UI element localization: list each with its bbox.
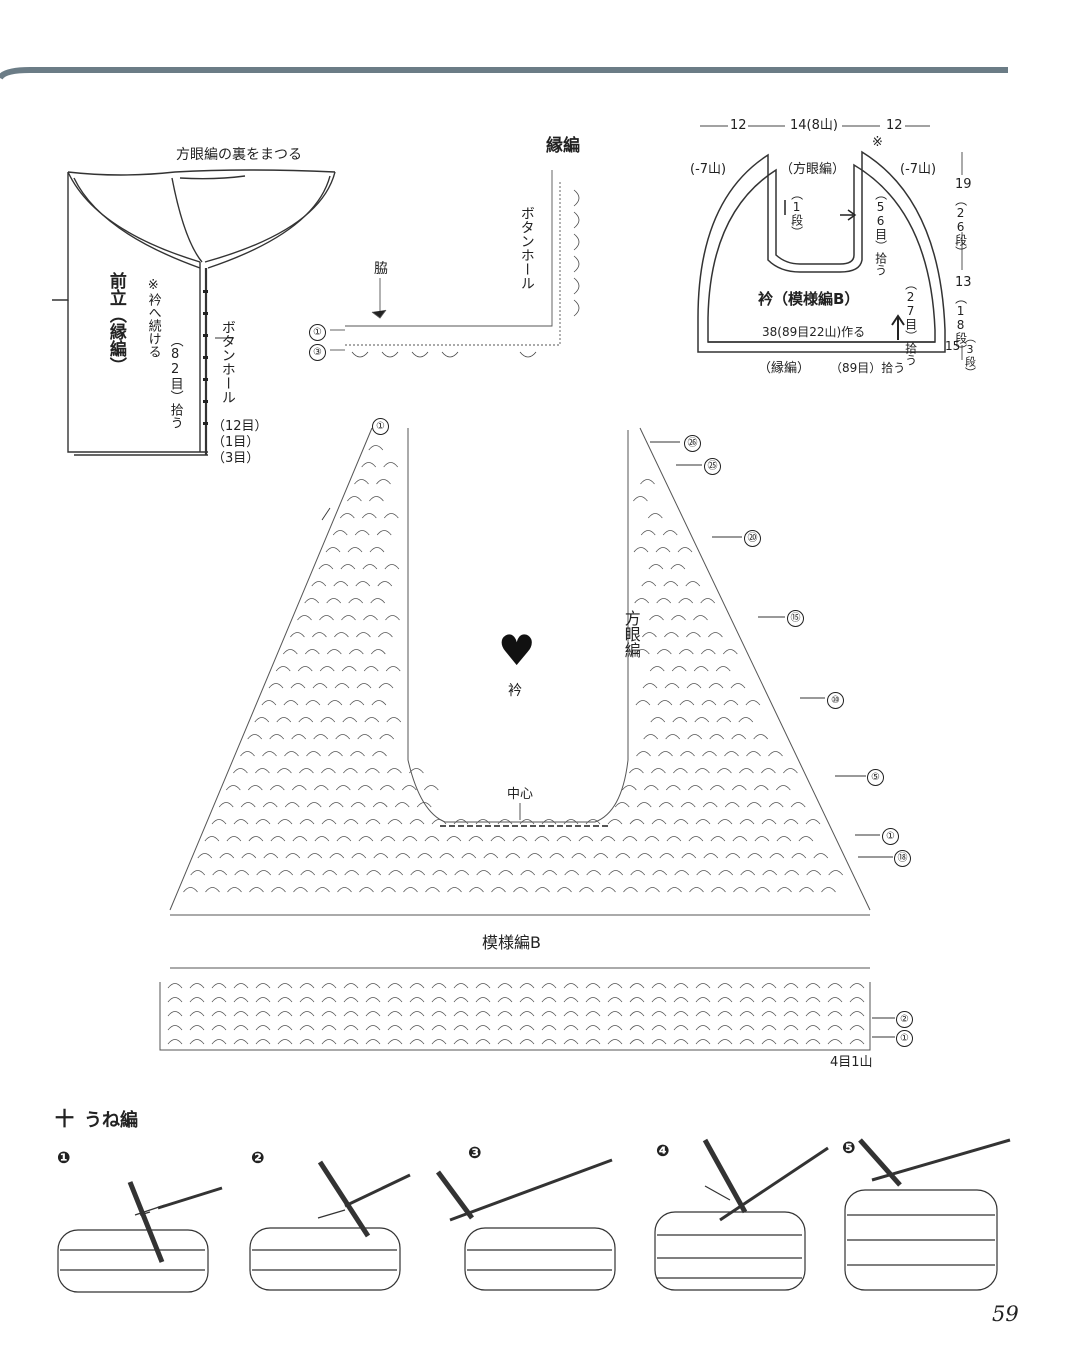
pickup-label: （82目）拾う [167, 334, 183, 429]
right-dim-19: 19 [955, 177, 972, 192]
step-3-illustration [435, 1158, 616, 1291]
stitch-arcs [167, 445, 865, 1045]
edging-row-3: ③ [309, 344, 326, 361]
mesh-label: （方眼編） [780, 162, 846, 177]
one-row: （1段） [789, 188, 804, 238]
front-band-label: 前立（縁編） [105, 272, 126, 374]
edging-chart [330, 170, 561, 351]
step-2-number: ❷ [251, 1148, 265, 1167]
row-top-left: ① [372, 418, 389, 435]
dim-top-right: 12 [886, 118, 903, 133]
right-dim-15: 15 [945, 339, 961, 353]
count-1: （1目） [212, 435, 260, 450]
step-4-illustration [654, 1138, 829, 1291]
right-rows: (-7山) [900, 162, 937, 177]
row-1-bottom: ① [896, 1030, 913, 1047]
row-1-right: ① [882, 828, 899, 845]
step-1-number: ❶ [57, 1148, 71, 1167]
center-label: 中心 [507, 787, 534, 802]
right-dim-13: 13 [955, 275, 972, 290]
edging-title: 縁編 [546, 136, 580, 156]
collar-schematic [697, 150, 946, 353]
ridge-stitch-symbol: 十 [55, 1108, 75, 1130]
row-2-bottom: ② [896, 1011, 913, 1028]
row-arrows [321, 441, 895, 1038]
edge-label: （縁編） [758, 361, 811, 376]
buttonhole-label: ボタンホール [219, 320, 236, 404]
pick56: （56目）拾う [873, 188, 888, 276]
pick89: （89目）拾う [830, 361, 906, 375]
collar-label: 衿（模様編B） [758, 290, 860, 308]
row-10: ⑩ [827, 692, 844, 709]
heart-icon: ♥ [498, 626, 536, 675]
main-chart-outline [159, 427, 871, 1051]
step-5-illustration [844, 1138, 1011, 1291]
right-dim-3: （3段） [963, 332, 977, 378]
top-note: 方眼編の裏をまつる [176, 147, 302, 163]
row-15: ⑮ [787, 610, 804, 627]
right-dim-26: （26段） [953, 194, 968, 258]
stitch-pattern [167, 445, 865, 1045]
tutorial-illustrations [57, 1138, 1011, 1293]
bottom-label: 4目1山 [830, 1055, 873, 1070]
edging-row-1: ① [309, 324, 326, 341]
row-25: ㉕ [704, 458, 721, 475]
count-3: （3目） [212, 451, 260, 466]
pickup-arrow [891, 314, 905, 340]
edging-stitches [351, 189, 580, 358]
pick27: （27目）拾う [903, 278, 918, 366]
mesh-vertical-label: 方眼編 [621, 610, 641, 658]
row-5: ⑤ [867, 769, 884, 786]
buttonhole-marks [203, 290, 208, 425]
cardigan-front-diagram [52, 169, 336, 456]
count-12: （12目） [212, 419, 268, 434]
dim-top-center: 14(8山) [790, 118, 838, 133]
row-20: ⑳ [744, 530, 761, 547]
tutorial-title: うね編 [84, 1110, 138, 1131]
pattern-label: 模様編B [482, 933, 541, 952]
row-26: ㉖ [684, 435, 701, 452]
chart-title: 衿 [508, 683, 522, 699]
make-label: 38(89目22山)作る [762, 325, 866, 339]
row-18: ⑱ [894, 850, 911, 867]
edging-buttonhole: ボタンホール [518, 206, 535, 290]
page-number: 59 [992, 1302, 1019, 1326]
step-5-number: ❺ [842, 1138, 856, 1157]
step-4-number: ❹ [656, 1141, 670, 1160]
dim-top-left: 12 [730, 118, 747, 133]
step-3-number: ❸ [468, 1143, 482, 1162]
side-label: 脇 [374, 261, 388, 277]
collar-note: ※衿へ続ける [145, 278, 161, 358]
left-rows: (-7山) [690, 162, 727, 177]
step-2-illustration [249, 1160, 411, 1291]
star-mark: ※ [872, 135, 883, 150]
right-dim-18: （18段） [953, 292, 968, 356]
step-1-illustration [57, 1181, 223, 1293]
